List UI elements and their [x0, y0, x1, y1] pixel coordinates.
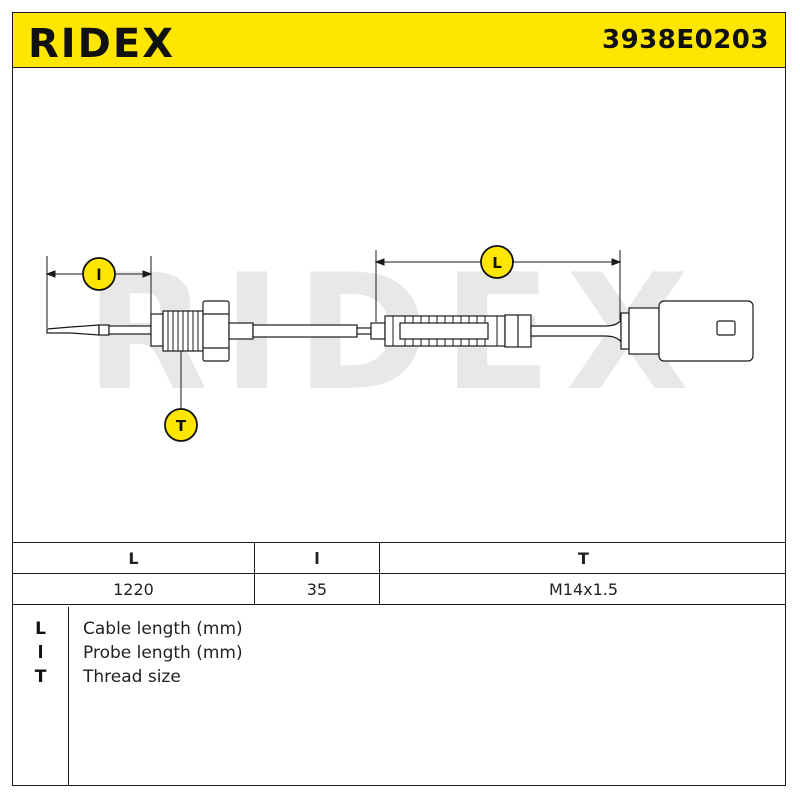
connector-latch [716, 320, 736, 336]
spec-value-cable-length: 1220 [13, 573, 255, 605]
spec-value-probe-length: 35 [253, 573, 380, 605]
connector-rear [628, 307, 660, 355]
probe-tip [46, 324, 100, 336]
callout-l: l [82, 257, 116, 291]
legend-text-probe: Probe length (mm) [83, 643, 243, 663]
sleeve-ribs [392, 316, 498, 346]
sensor-drawing: RIDEX [45, 239, 754, 442]
legend-letter-cable: L [35, 619, 46, 639]
spec-header-row: L l T [13, 542, 785, 574]
brand-logo: RIDEX [28, 21, 175, 61]
sensor-tube [252, 324, 358, 338]
thread-lines [167, 311, 199, 351]
callout-T-label: T [176, 417, 187, 435]
probe-tube [108, 325, 152, 335]
connector-boot [620, 312, 630, 350]
tube-taper [356, 327, 372, 335]
hex-nut [202, 300, 230, 362]
hex-neck [228, 322, 254, 340]
spec-value-row: 1220 35 M14x1.5 [13, 573, 785, 605]
legend-text-thread: Thread size [83, 667, 181, 687]
header-bar: RIDEX 3938E0203 [13, 13, 785, 68]
spec-value-thread-size: M14x1.5 [378, 573, 785, 605]
sleeve-ferrule [370, 322, 386, 340]
legend-letter-column: L l T [13, 607, 69, 785]
spec-header-cable-length: L [13, 542, 255, 574]
callout-l-label: l [96, 266, 101, 284]
spec-header-probe-length: l [253, 542, 380, 574]
callout-L: L [480, 245, 514, 279]
callout-L-label: L [492, 254, 502, 272]
legend-letter-thread: T [34, 667, 47, 687]
legend-letter-probe: l [37, 643, 44, 663]
spec-header-thread-size: T [378, 542, 785, 574]
connector-housing [658, 300, 754, 362]
probe-collar [98, 324, 110, 336]
sensor-part [46, 300, 754, 362]
spec-table: L l T 1220 35 M14x1.5 [13, 542, 785, 605]
callout-T: T [164, 408, 198, 442]
thread-base [150, 313, 164, 347]
product-sheet: RIDEX 3938E0203 RIDEX [12, 12, 786, 786]
brand-logo-text: RIDEX [28, 21, 175, 61]
part-number: 3938E0203 [602, 25, 769, 55]
legend: L l T Cable length (mm) Probe length (mm… [13, 607, 785, 785]
legend-text-cable: Cable length (mm) [83, 619, 243, 639]
sleeve-inner [399, 322, 489, 340]
